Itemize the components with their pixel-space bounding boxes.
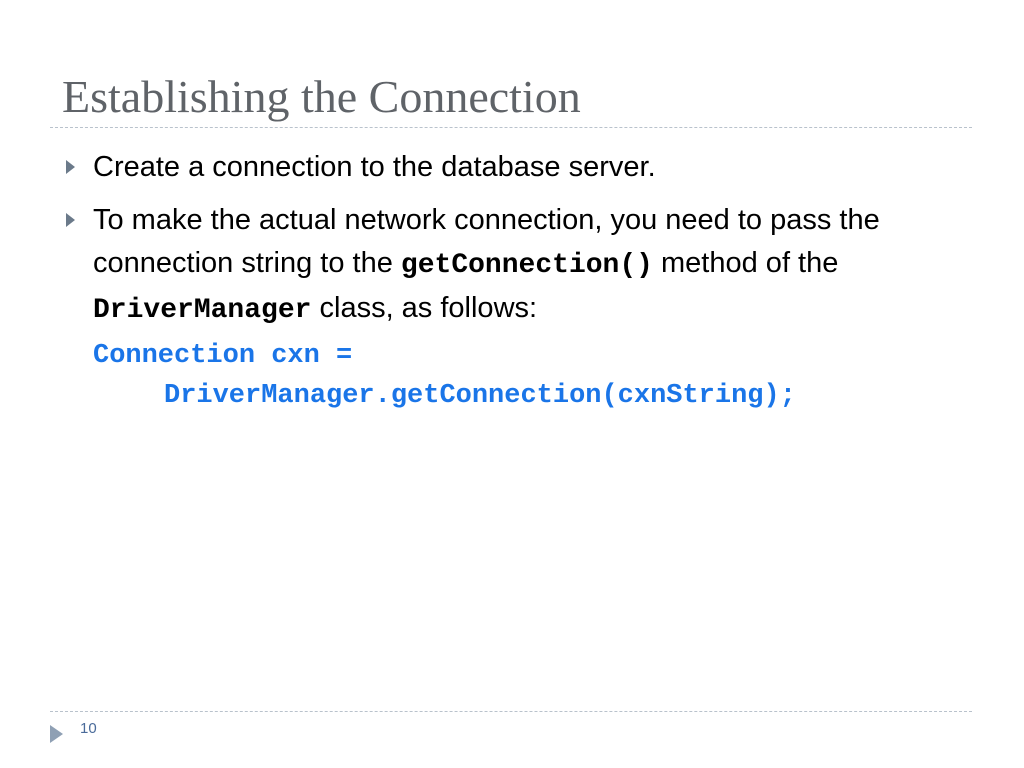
bullet-item: Create a connection to the database serv… — [66, 146, 966, 189]
footer-arrow-icon — [50, 725, 63, 743]
inline-code-drivermanager: DriverManager — [93, 295, 312, 326]
code-line: Connection cxn = — [93, 341, 353, 371]
inline-code-getconnection: getConnection() — [400, 250, 653, 281]
code-block: Connection cxn = DriverManager.getConnec… — [93, 336, 796, 416]
bullet-list: Create a connection to the database serv… — [66, 146, 966, 342]
bullet-item: To make the actual network connection, y… — [66, 199, 966, 332]
bullet-text: To make the actual network connection, y… — [93, 204, 880, 279]
code-line: DriverManager.getConnection(cxnString); — [164, 381, 796, 411]
slide-title: Establishing the Connection — [62, 71, 581, 122]
page-number: 10 — [80, 720, 97, 737]
bullet-arrow-icon — [66, 160, 75, 174]
bullet-text: method of the — [652, 247, 839, 279]
bullet-text: class, as follows: — [311, 292, 538, 324]
bullet-text: Create a connection to the database serv… — [93, 151, 656, 183]
title-divider — [50, 127, 972, 128]
bullet-arrow-icon — [66, 213, 75, 227]
footer-divider — [50, 711, 972, 712]
